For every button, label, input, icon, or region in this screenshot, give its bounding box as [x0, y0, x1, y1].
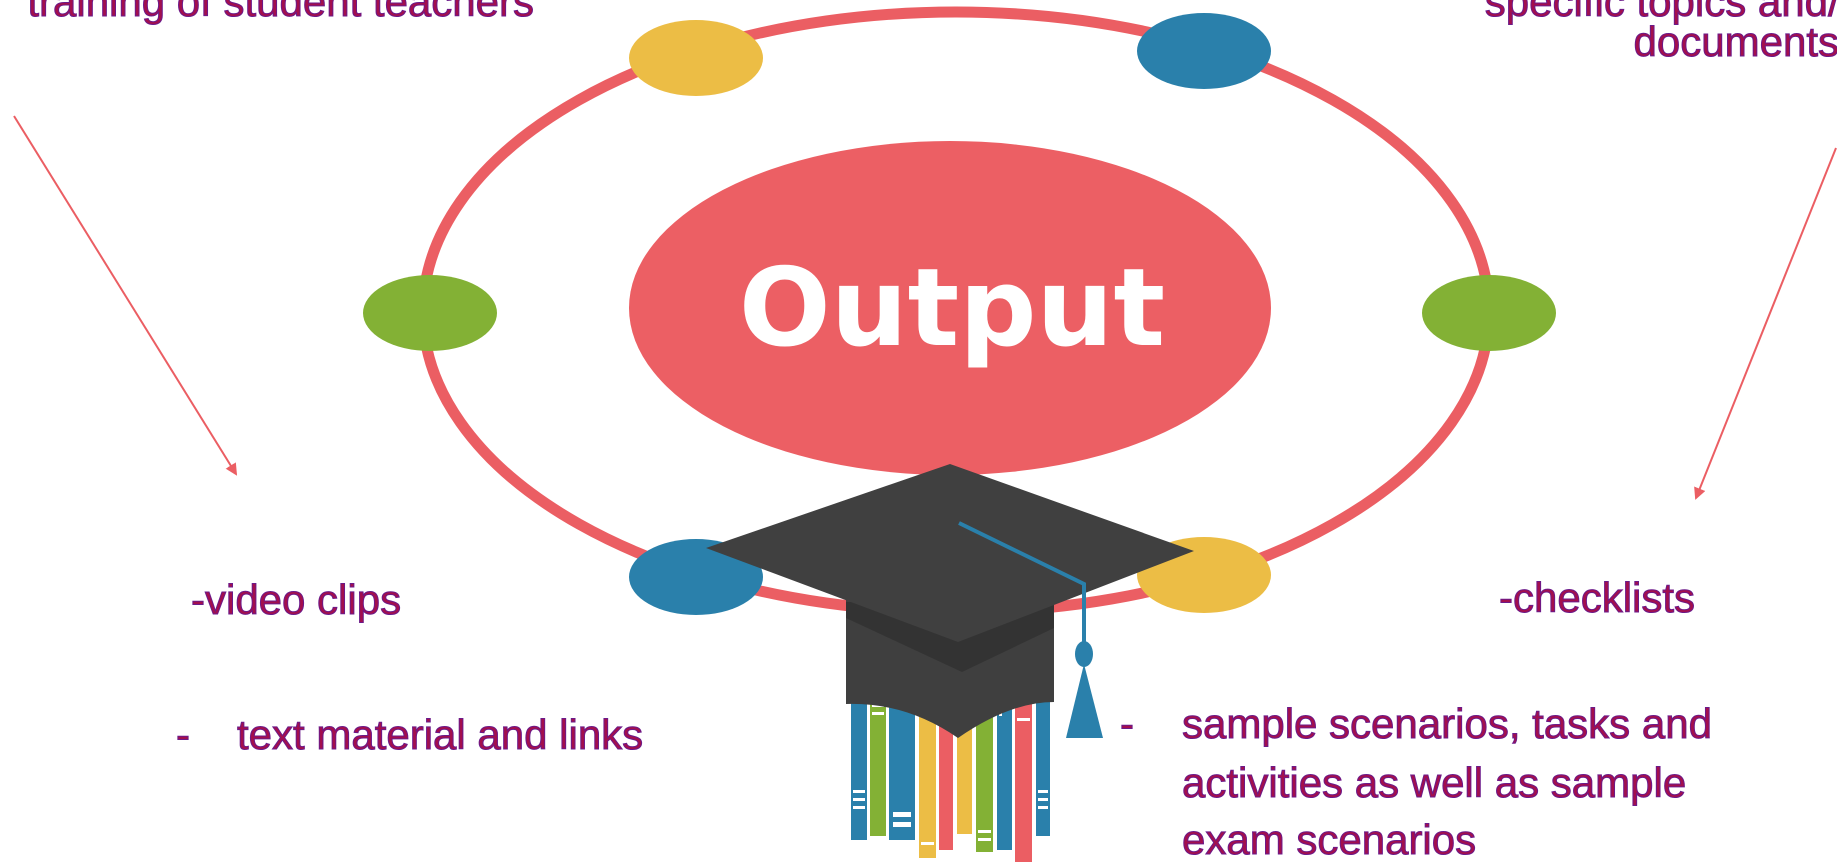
sample-scenarios-line3: exam scenarios — [1181, 815, 1477, 863]
top-right-label-line1: specific topics and/or — [1484, 0, 1837, 26]
top-left-label: training of student teachers — [27, 0, 535, 26]
sample-scenarios-line2: activities as well as sample — [1181, 758, 1687, 806]
center-ellipse — [629, 141, 1271, 475]
text-material-label: text material and links — [236, 710, 644, 758]
top-right-label-line2: documents — [1633, 17, 1837, 65]
checklists-label: -checklists — [1498, 573, 1696, 621]
books-icon — [851, 690, 1050, 862]
center-label: Output — [739, 246, 1165, 371]
node-top-left-yellow — [629, 20, 763, 96]
sample-scenarios-line1: sample scenarios, tasks and — [1182, 699, 1713, 747]
text-material-dash: - — [176, 710, 191, 758]
graduation-cap-icon — [706, 464, 1194, 738]
node-top-right-blue — [1137, 13, 1271, 89]
node-left-green — [363, 275, 497, 351]
arrow-left — [13, 115, 238, 476]
node-right-green — [1422, 275, 1556, 351]
video-clips-label: -video clips — [190, 575, 402, 623]
sample-scenarios-dash: - — [1120, 699, 1135, 747]
arrow-right — [1694, 147, 1837, 500]
node-bottom-left-blue — [629, 539, 763, 615]
